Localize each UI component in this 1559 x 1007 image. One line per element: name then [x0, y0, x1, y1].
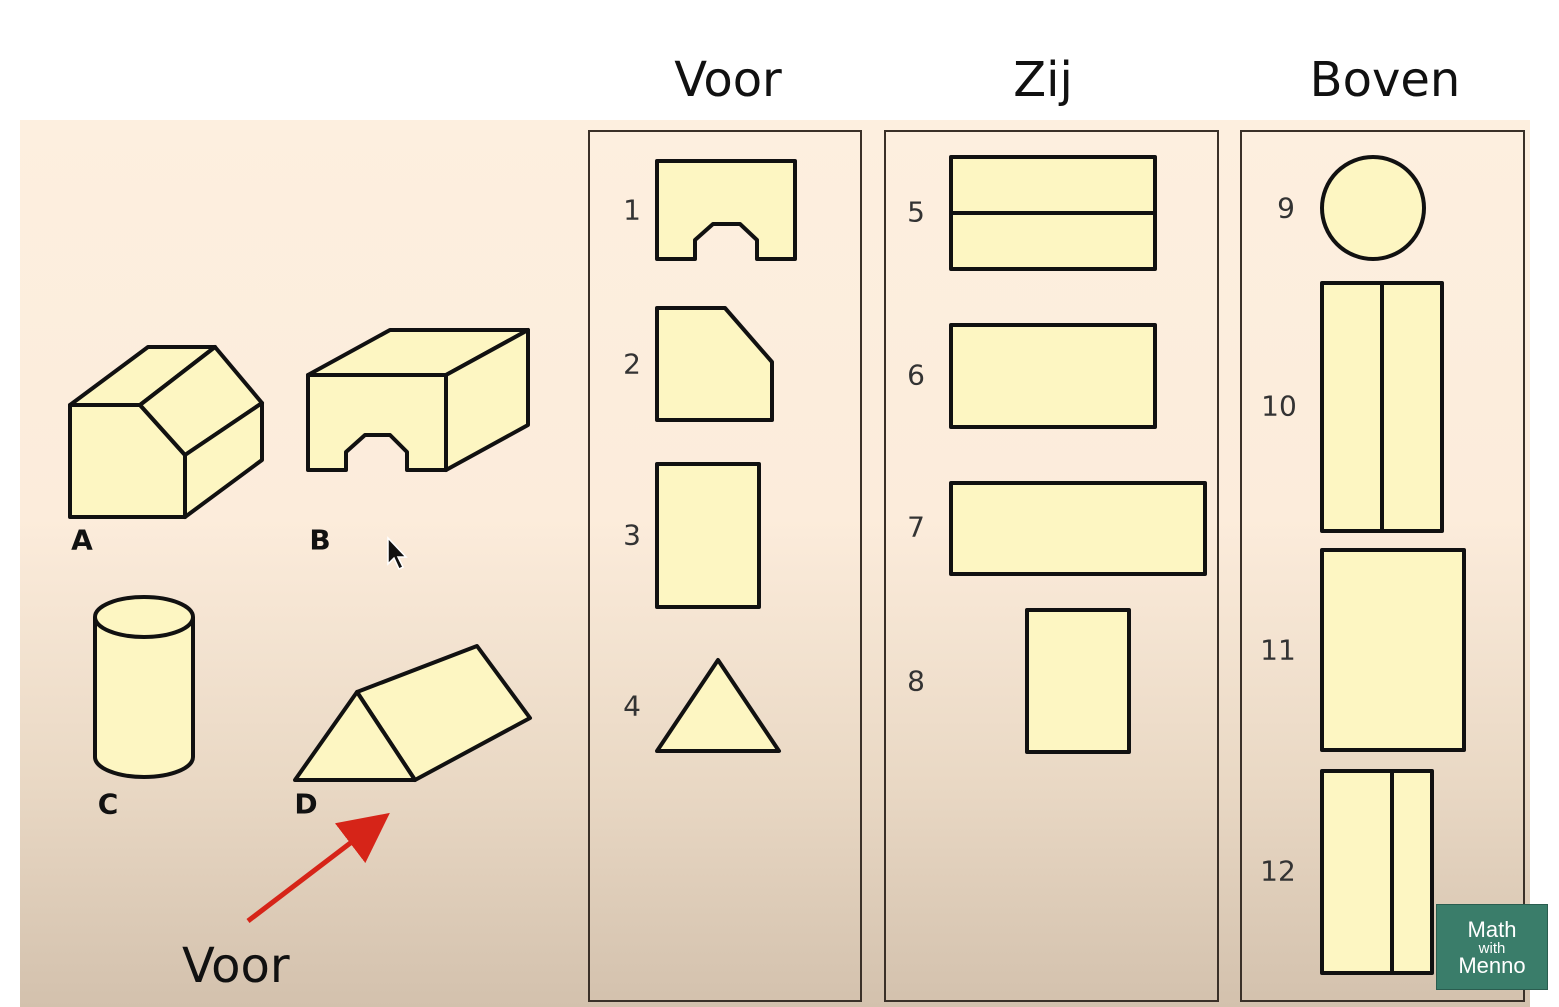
- front-view-1-arch: [655, 159, 797, 261]
- solid-label-c: C: [97, 787, 119, 821]
- solid-label-d: D: [294, 787, 318, 821]
- side-view-8-rectangle: [1025, 608, 1131, 754]
- front-view-number-2: 2: [623, 347, 641, 381]
- logo-line-3: Menno: [1458, 953, 1526, 978]
- logo-line-2: with: [1478, 940, 1506, 957]
- side-view-number-8: 8: [907, 664, 925, 698]
- solid-b-arch-block: [306, 328, 530, 472]
- top-view-9-circle: [1320, 155, 1426, 261]
- top-view-number-9: 9: [1277, 191, 1295, 225]
- header-side: Zij: [1013, 52, 1073, 108]
- front-view-number-3: 3: [623, 518, 641, 552]
- side-view-number-5: 5: [907, 195, 925, 229]
- solid-label-a: A: [71, 523, 93, 557]
- front-view-number-1: 1: [623, 193, 641, 227]
- solid-a-house: [68, 345, 264, 519]
- front-view-4-triangle: [655, 658, 781, 753]
- top-view-number-10: 10: [1261, 389, 1297, 423]
- header-top: Boven: [1309, 52, 1461, 108]
- logo-line-1: Math: [1467, 917, 1517, 942]
- side-view-6-rectangle: [949, 323, 1157, 429]
- front-view-3-rectangle: [655, 462, 761, 609]
- solid-d-triangular-prism: [293, 644, 532, 782]
- side-views-panel: [884, 130, 1219, 1002]
- top-view-number-12: 12: [1260, 854, 1296, 888]
- front-direction-arrow: [246, 812, 390, 923]
- mouse-pointer-icon: [387, 536, 408, 571]
- front-views-panel: [588, 130, 862, 1002]
- front-direction-label: Voor: [182, 938, 290, 994]
- side-view-number-6: 6: [907, 358, 925, 392]
- solid-label-b: B: [309, 523, 331, 557]
- channel-logo: Math with Menno: [1436, 904, 1548, 990]
- side-view-number-7: 7: [907, 510, 925, 544]
- top-view-number-11: 11: [1260, 633, 1296, 667]
- front-view-2-chamfer: [655, 306, 774, 422]
- solid-c-cylinder: [93, 595, 195, 779]
- top-views-panel: [1240, 130, 1525, 1002]
- top-view-11-rectangle: [1320, 548, 1466, 752]
- worksheet-background: [20, 120, 1530, 1007]
- front-view-number-4: 4: [623, 689, 641, 723]
- side-view-7-wide-rectangle: [949, 481, 1207, 576]
- header-front: Voor: [674, 52, 782, 108]
- top-view-12-split-rectangle: [1320, 769, 1434, 975]
